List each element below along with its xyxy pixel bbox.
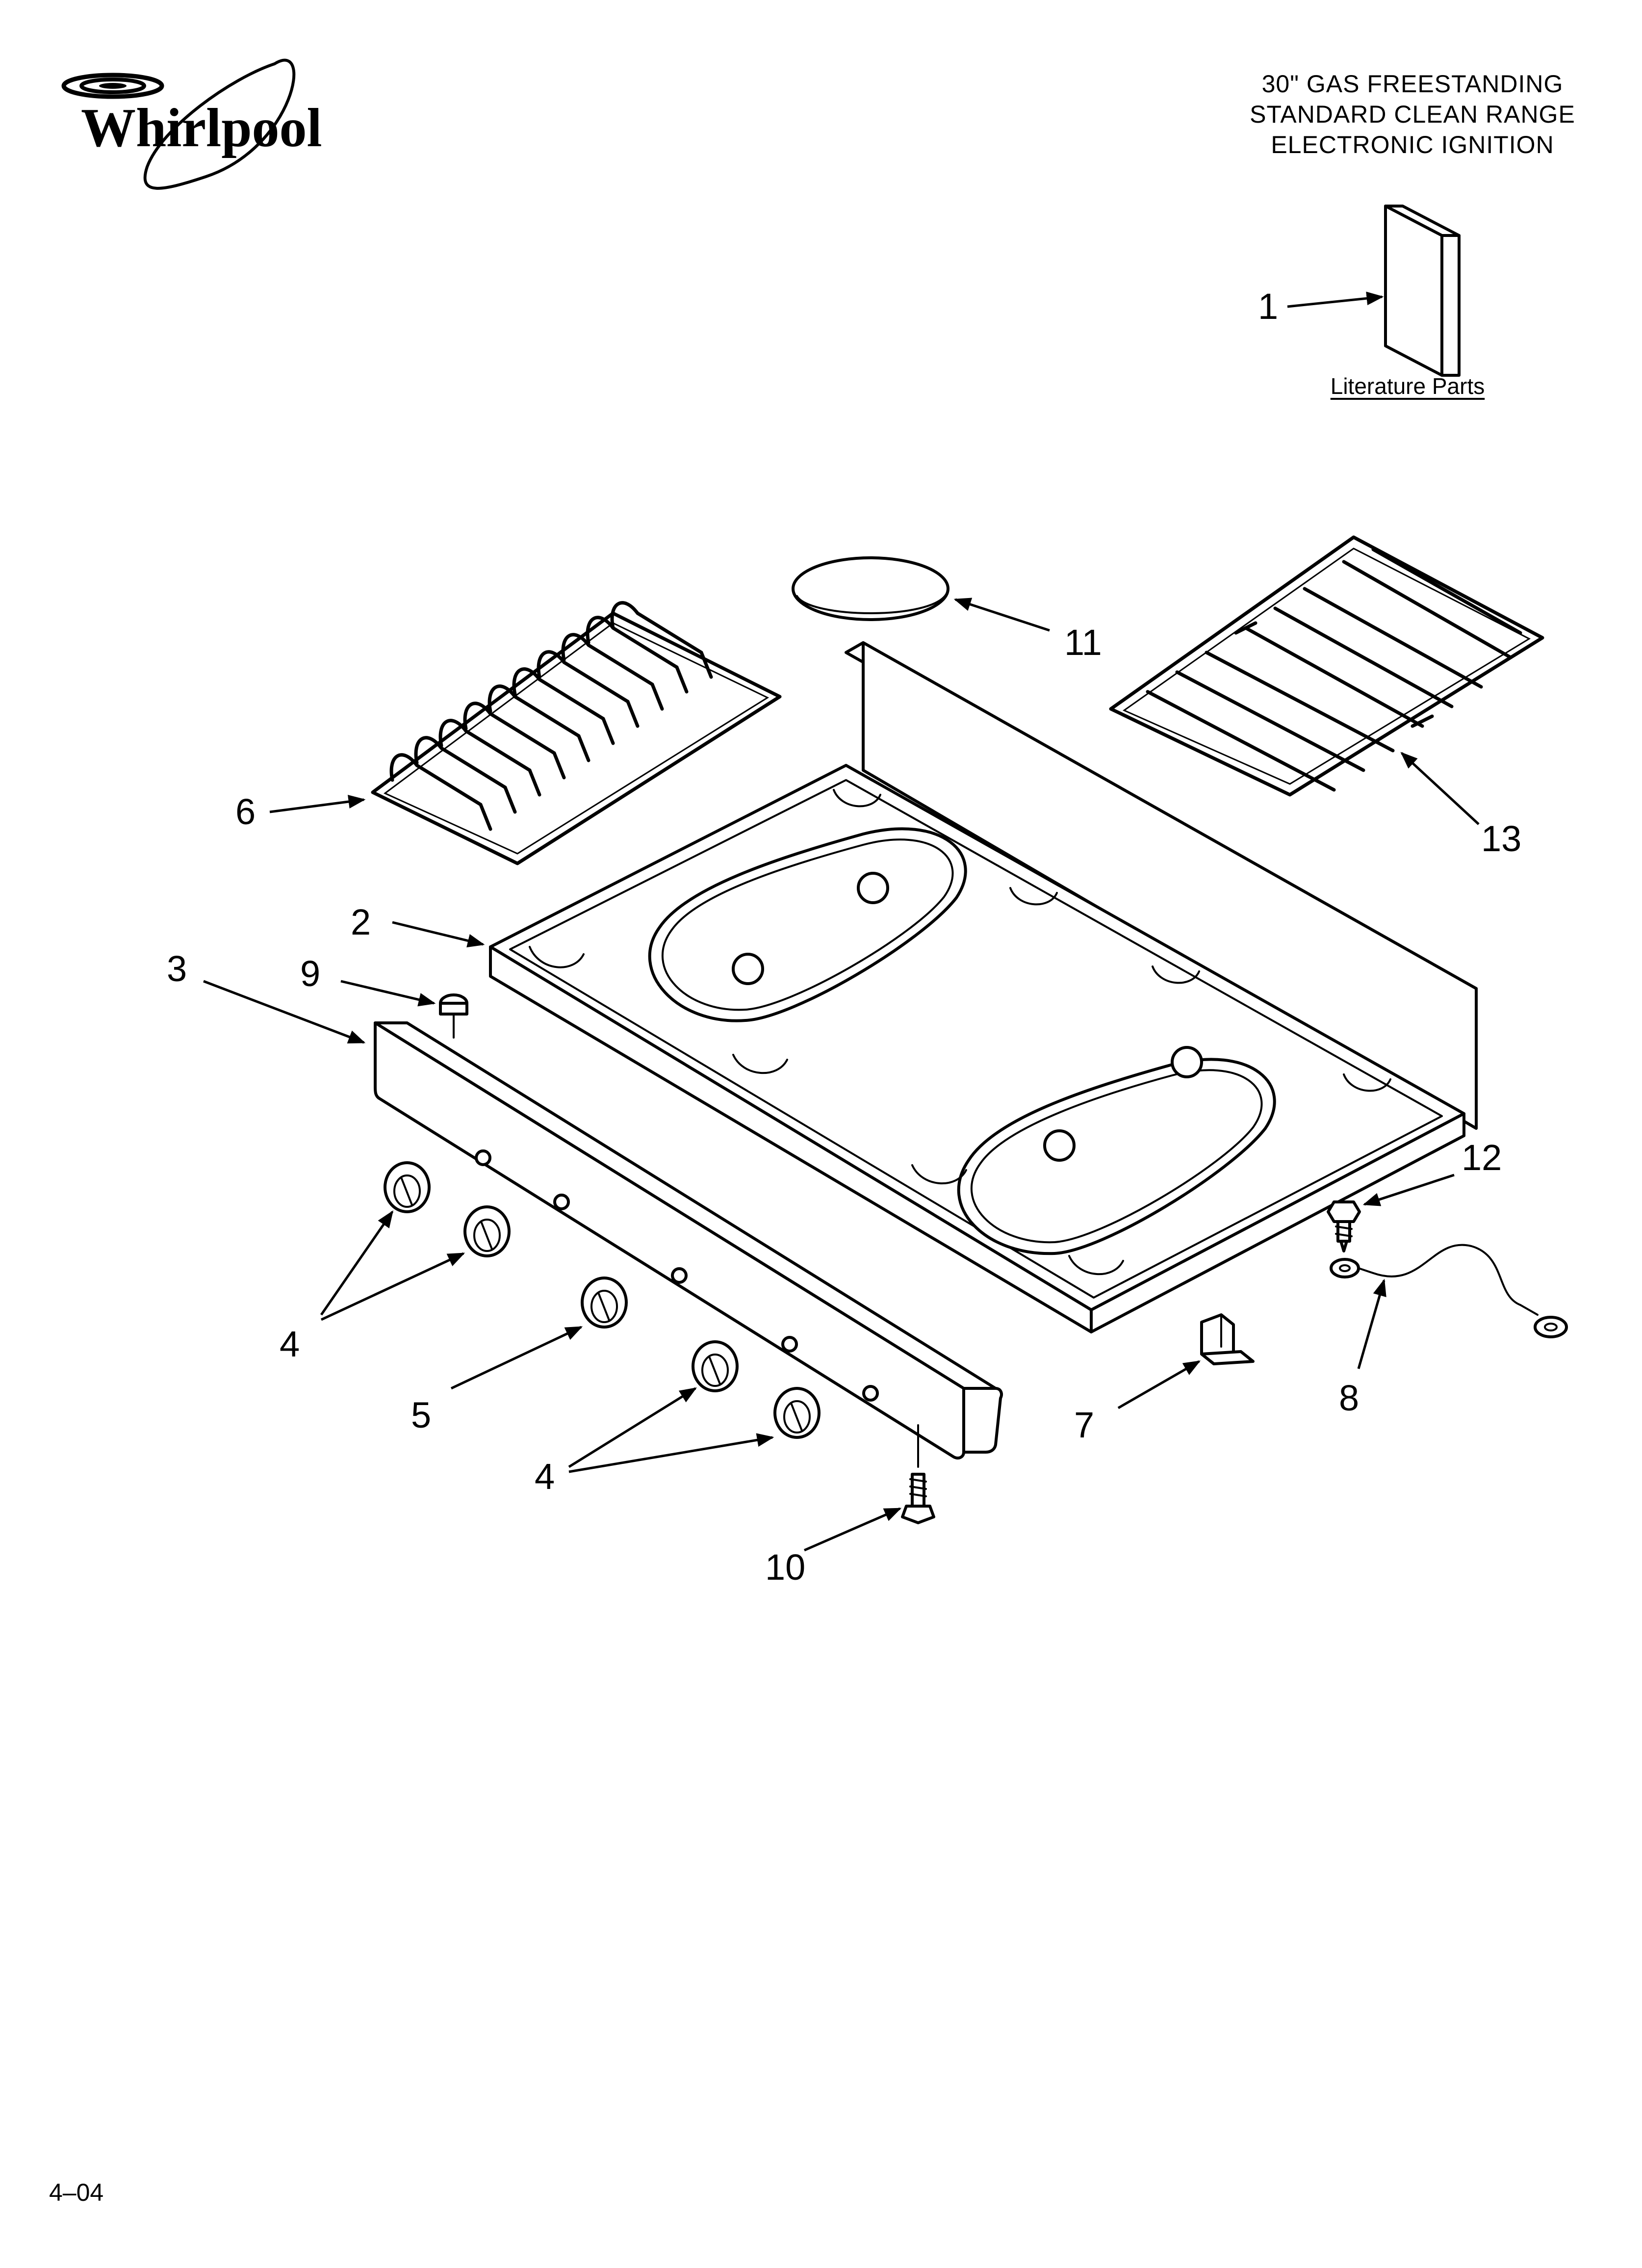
callout-7: 7	[1074, 1405, 1094, 1445]
callout-6: 6	[235, 791, 256, 832]
callout-1: 1	[1258, 286, 1278, 327]
revision-code: 4–04	[49, 2179, 104, 2206]
title-line-2: STANDARD CLEAN RANGE	[1250, 101, 1575, 128]
callout-11: 11	[1064, 622, 1102, 663]
burner-cap	[792, 556, 949, 621]
control-knob	[581, 1277, 628, 1329]
callout-4-lower: 4	[535, 1456, 555, 1497]
panel-screw-9	[439, 993, 468, 1039]
callout-12: 12	[1462, 1137, 1502, 1178]
callout-10: 10	[765, 1547, 805, 1588]
control-knob	[692, 1340, 739, 1392]
callout-5: 5	[411, 1395, 431, 1435]
callout-2: 2	[351, 902, 371, 942]
title-line-1: 30" GAS FREESTANDING	[1261, 70, 1564, 98]
callout-9: 9	[300, 953, 320, 994]
callout-3: 3	[167, 948, 187, 989]
title-line-3: ELECTRONIC IGNITION	[1271, 131, 1554, 158]
callout-8: 8	[1339, 1378, 1359, 1418]
cooktop-main-top	[489, 641, 1478, 1333]
literature-booklet-icon	[1384, 205, 1461, 377]
ground-wire	[1330, 1244, 1568, 1338]
callout-4-upper: 4	[280, 1324, 300, 1364]
whirlpool-swirl-logo-icon	[61, 58, 296, 190]
left-burner-grate	[371, 601, 782, 865]
ground-screw	[1327, 1200, 1361, 1252]
right-burner-grate	[1109, 535, 1544, 797]
control-knob	[463, 1205, 511, 1257]
control-knob	[773, 1387, 821, 1439]
panel-screw-10	[901, 1424, 935, 1524]
control-panel	[374, 1021, 1003, 1460]
whirlpool-logo: Whirlpool	[61, 58, 322, 190]
literature-parts-label: Literature Parts	[1330, 373, 1485, 399]
callout-13: 13	[1481, 818, 1521, 859]
brand-wordmark: Whirlpool	[81, 98, 322, 158]
control-knob	[384, 1161, 431, 1213]
mounting-clip	[1200, 1313, 1255, 1365]
diagram-title: 30" GAS FREESTANDING STANDARD CLEAN RANG…	[1128, 69, 1642, 160]
